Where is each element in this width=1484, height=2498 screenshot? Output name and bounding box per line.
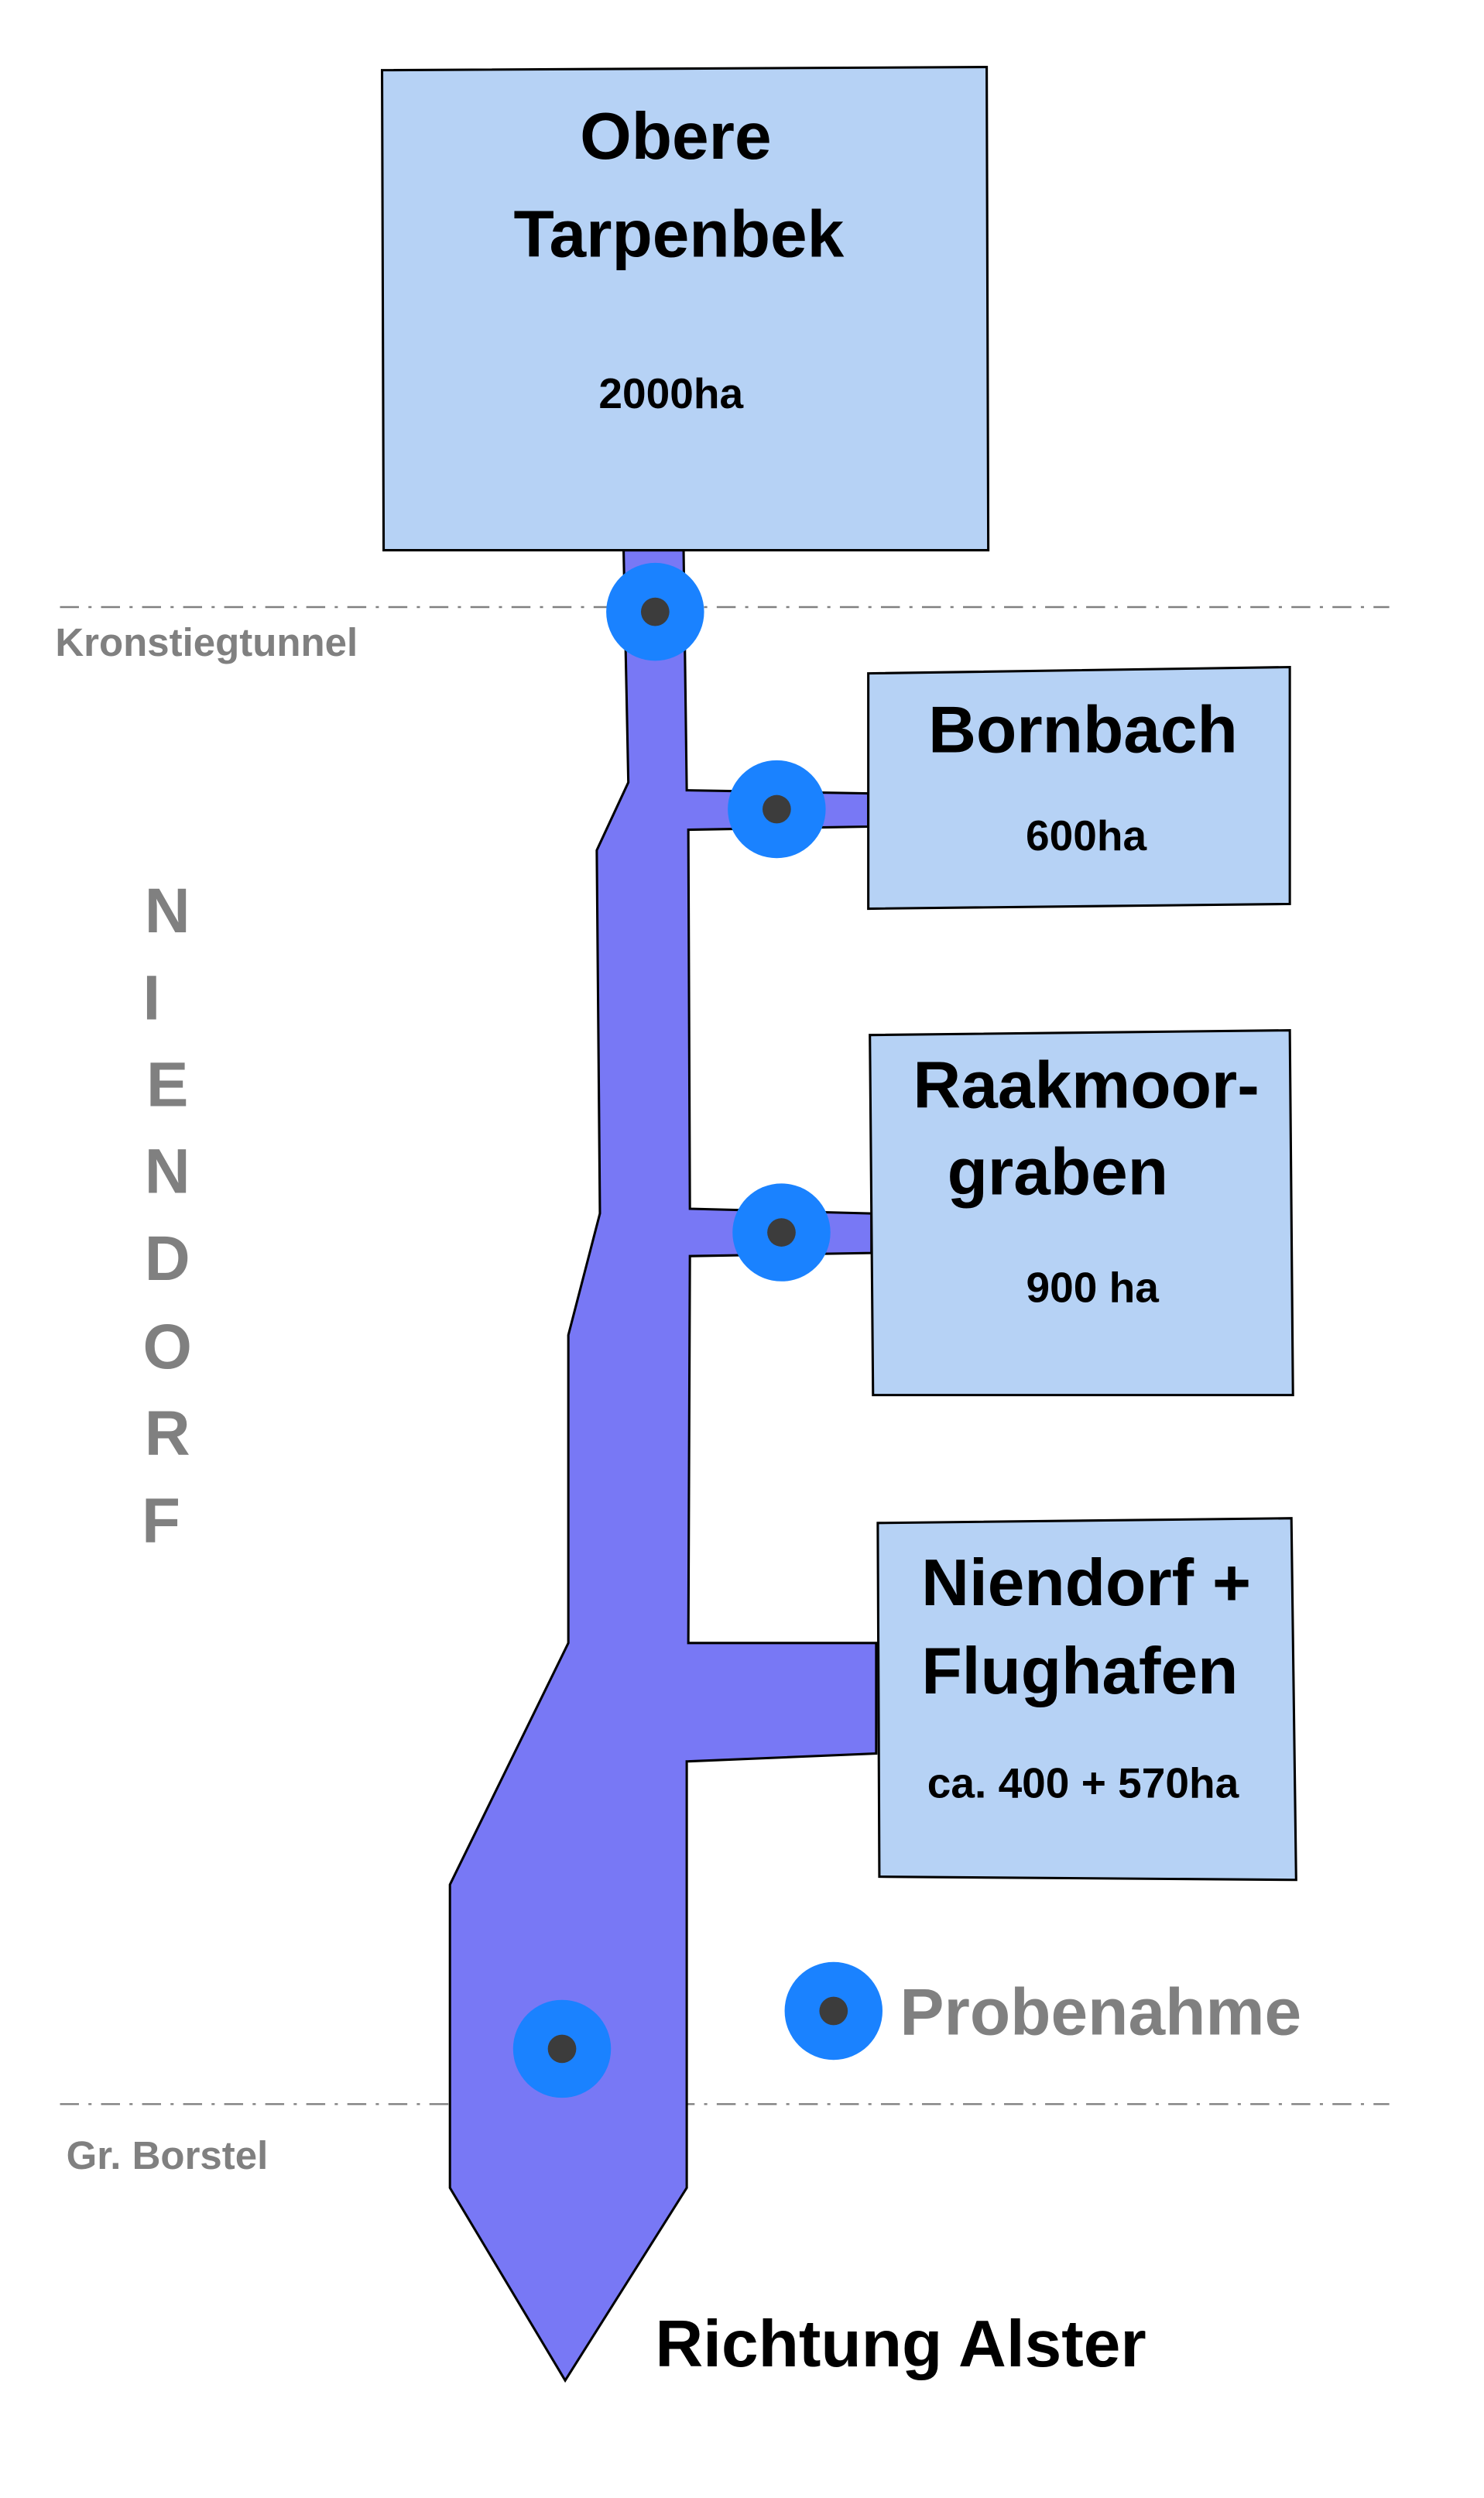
catchment-name: Raakmoor- xyxy=(913,1048,1259,1122)
catchment-niendorf-flughafen: Niendorf + Flughafen ca. 400 + 570ha xyxy=(876,1517,1297,1882)
sample-point-gr-borstel xyxy=(512,1999,612,2098)
catchment-name: Niendorf + xyxy=(921,1546,1251,1620)
sample-point-bornbach xyxy=(728,760,826,859)
catchment-name: Obere xyxy=(580,99,772,173)
catchment-name: Tarpenbek xyxy=(514,197,845,271)
catchment-bornbach: Bornbach 600ha xyxy=(867,665,1291,911)
district-letter: R xyxy=(145,1398,190,1469)
district-letter: I xyxy=(142,962,160,1033)
catchment-area: ca. 400 + 570ha xyxy=(927,1759,1239,1807)
sample-point-kronstiegtunnel xyxy=(606,562,704,661)
district-letter: D xyxy=(145,1223,190,1294)
direction-label: Richtung Alster xyxy=(655,2307,1146,2381)
catchment-name: graben xyxy=(948,1135,1169,1210)
catchment-raakmoorgraben: Raakmoor- graben 900 ha xyxy=(869,1029,1294,1397)
boundary-label-gr-borstel: Gr. Borstel xyxy=(67,2133,269,2177)
boundary-label-kronstiegtunnel: Kronstiegtunnel xyxy=(55,620,358,664)
district-letter: F xyxy=(142,1485,180,1556)
district-letter: N xyxy=(145,876,190,946)
catchment-name: Flughafen xyxy=(921,1634,1238,1708)
catchment-area: 600ha xyxy=(1026,812,1146,860)
district-letter: N xyxy=(145,1137,190,1207)
catchment-obere-tarpenbek: Obere Tarpenbek 2000ha xyxy=(380,66,990,552)
legend: Probenahme xyxy=(784,1961,1301,2061)
catchment-name: Bornbach xyxy=(928,693,1238,767)
legend-label: Probenahme xyxy=(900,1975,1301,2050)
district-label-niendorf: N I E N D O R F xyxy=(142,876,192,1556)
district-letter: E xyxy=(146,1049,188,1120)
catchment-area: 2000ha xyxy=(598,369,743,417)
district-letter: O xyxy=(142,1312,191,1382)
sample-point-raakmoorgraben xyxy=(732,1183,831,1282)
catchment-area: 900 ha xyxy=(1026,1263,1160,1311)
